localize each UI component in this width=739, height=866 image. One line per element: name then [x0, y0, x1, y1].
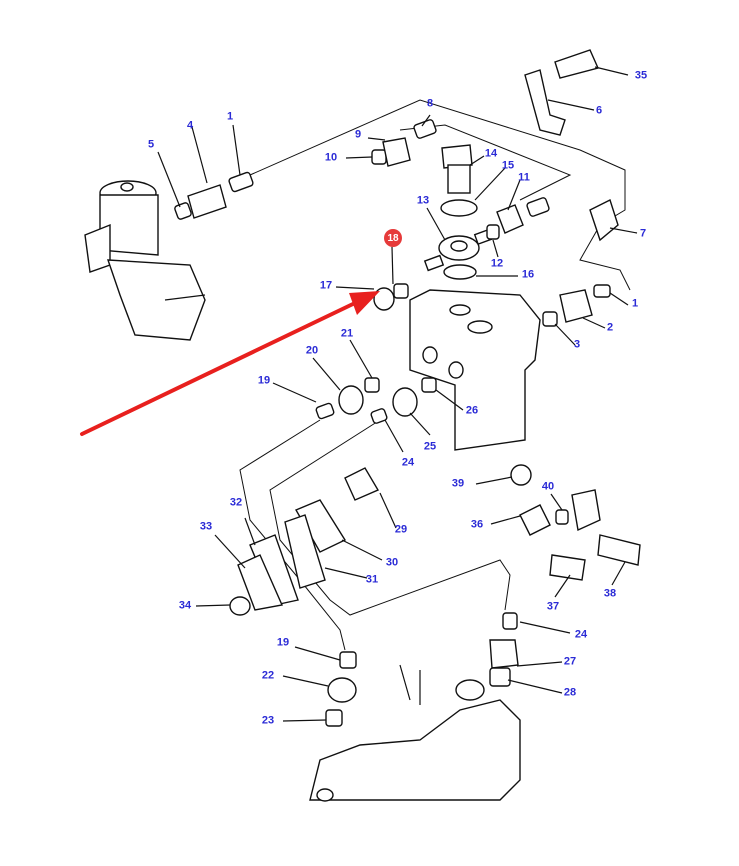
callout-19: 19: [257, 374, 271, 387]
part-6: [524, 69, 566, 136]
part-24-lower: [502, 612, 518, 630]
part-15: [440, 199, 478, 217]
callout-5: 5: [147, 138, 155, 151]
callout-38: 38: [603, 587, 617, 600]
callout-16: 16: [521, 268, 535, 281]
callout-2: 2: [606, 321, 614, 334]
callout-10: 10: [324, 151, 338, 164]
part-1-upper: [228, 171, 254, 193]
callout-1-right: 1: [631, 297, 639, 310]
part-24-upper: [370, 408, 388, 424]
callout-30: 30: [385, 556, 399, 569]
fuel-pipe-upper: [249, 99, 631, 291]
part-19-lower: [339, 651, 357, 669]
part-27: [489, 639, 519, 669]
part-34: [229, 596, 251, 616]
callout-27: 27: [563, 655, 577, 668]
callout-14: 14: [484, 147, 498, 160]
part-21: [364, 377, 380, 393]
part-33: [237, 554, 283, 611]
part-3: [542, 311, 558, 327]
part-2: [559, 289, 593, 323]
part-11: [496, 204, 524, 234]
callout-20: 20: [305, 344, 319, 357]
callout-13: 13: [416, 194, 430, 207]
part-37: [549, 554, 586, 581]
part-7: [589, 199, 619, 242]
injection-pump: [309, 664, 521, 802]
part-36-clip: [571, 489, 601, 532]
callout-25: 25: [423, 440, 437, 453]
callout-29: 29: [394, 523, 408, 536]
callout-6: 6: [595, 104, 603, 117]
leader-lines: [157, 66, 638, 722]
callout-24-lower: 24: [574, 628, 588, 641]
part-28: [489, 667, 511, 687]
part-39: [510, 464, 532, 486]
callout-4: 4: [186, 119, 194, 132]
part-40: [555, 509, 569, 525]
callout-3: 3: [573, 338, 581, 351]
part-36: [519, 504, 551, 536]
callout-40: 40: [541, 480, 555, 493]
part-17: [373, 287, 395, 311]
part-12: [486, 224, 500, 240]
part-1-right: [593, 284, 611, 298]
part-35: [554, 49, 599, 79]
part-26: [421, 377, 437, 393]
part-14: [441, 144, 473, 194]
callout-8: 8: [426, 97, 434, 110]
part-8: [413, 119, 437, 139]
callout-37: 37: [546, 600, 560, 613]
callout-31: 31: [365, 573, 379, 586]
part-16: [443, 264, 477, 280]
part-29: [344, 467, 380, 501]
part-38: [597, 534, 641, 566]
callout-35: 35: [634, 69, 648, 82]
callout-39: 39: [451, 477, 465, 490]
lift-pump: [84, 180, 206, 341]
callout-26: 26: [465, 404, 479, 417]
callout-33: 33: [199, 520, 213, 533]
callout-19-lower: 19: [276, 636, 290, 649]
part-19-upper: [315, 402, 335, 420]
part-23: [325, 709, 343, 727]
part-9: [382, 137, 411, 167]
callout-21: 21: [340, 327, 354, 340]
part-13: [423, 229, 493, 272]
callout-12: 12: [490, 257, 504, 270]
fuel-pipe-lower-right: [269, 419, 511, 616]
callout-7: 7: [639, 227, 647, 240]
part-22: [327, 677, 357, 703]
callout-17: 17: [319, 279, 333, 292]
highlight-arrow: [80, 291, 380, 436]
part-5: [174, 202, 192, 220]
part-18: [393, 283, 409, 299]
callout-15: 15: [501, 159, 515, 172]
part-20: [338, 385, 364, 415]
fuel-filter: [409, 289, 541, 451]
callout-23: 23: [261, 714, 275, 727]
callout-36: 36: [470, 518, 484, 531]
callout-32: 32: [229, 496, 243, 509]
callout-28: 28: [563, 686, 577, 699]
callout-11: 11: [518, 171, 530, 184]
part-31: [284, 514, 326, 589]
part-25: [392, 387, 418, 417]
callout-24: 24: [401, 456, 415, 469]
callout-9: 9: [354, 128, 362, 141]
part-4: [187, 184, 227, 219]
callout-22: 22: [261, 669, 275, 682]
highlight-marker-18[interactable]: 18: [384, 229, 402, 247]
part-1-mid: [526, 197, 550, 217]
part-10: [371, 149, 387, 165]
callout-1: 1: [226, 110, 234, 123]
callout-34: 34: [178, 599, 192, 612]
